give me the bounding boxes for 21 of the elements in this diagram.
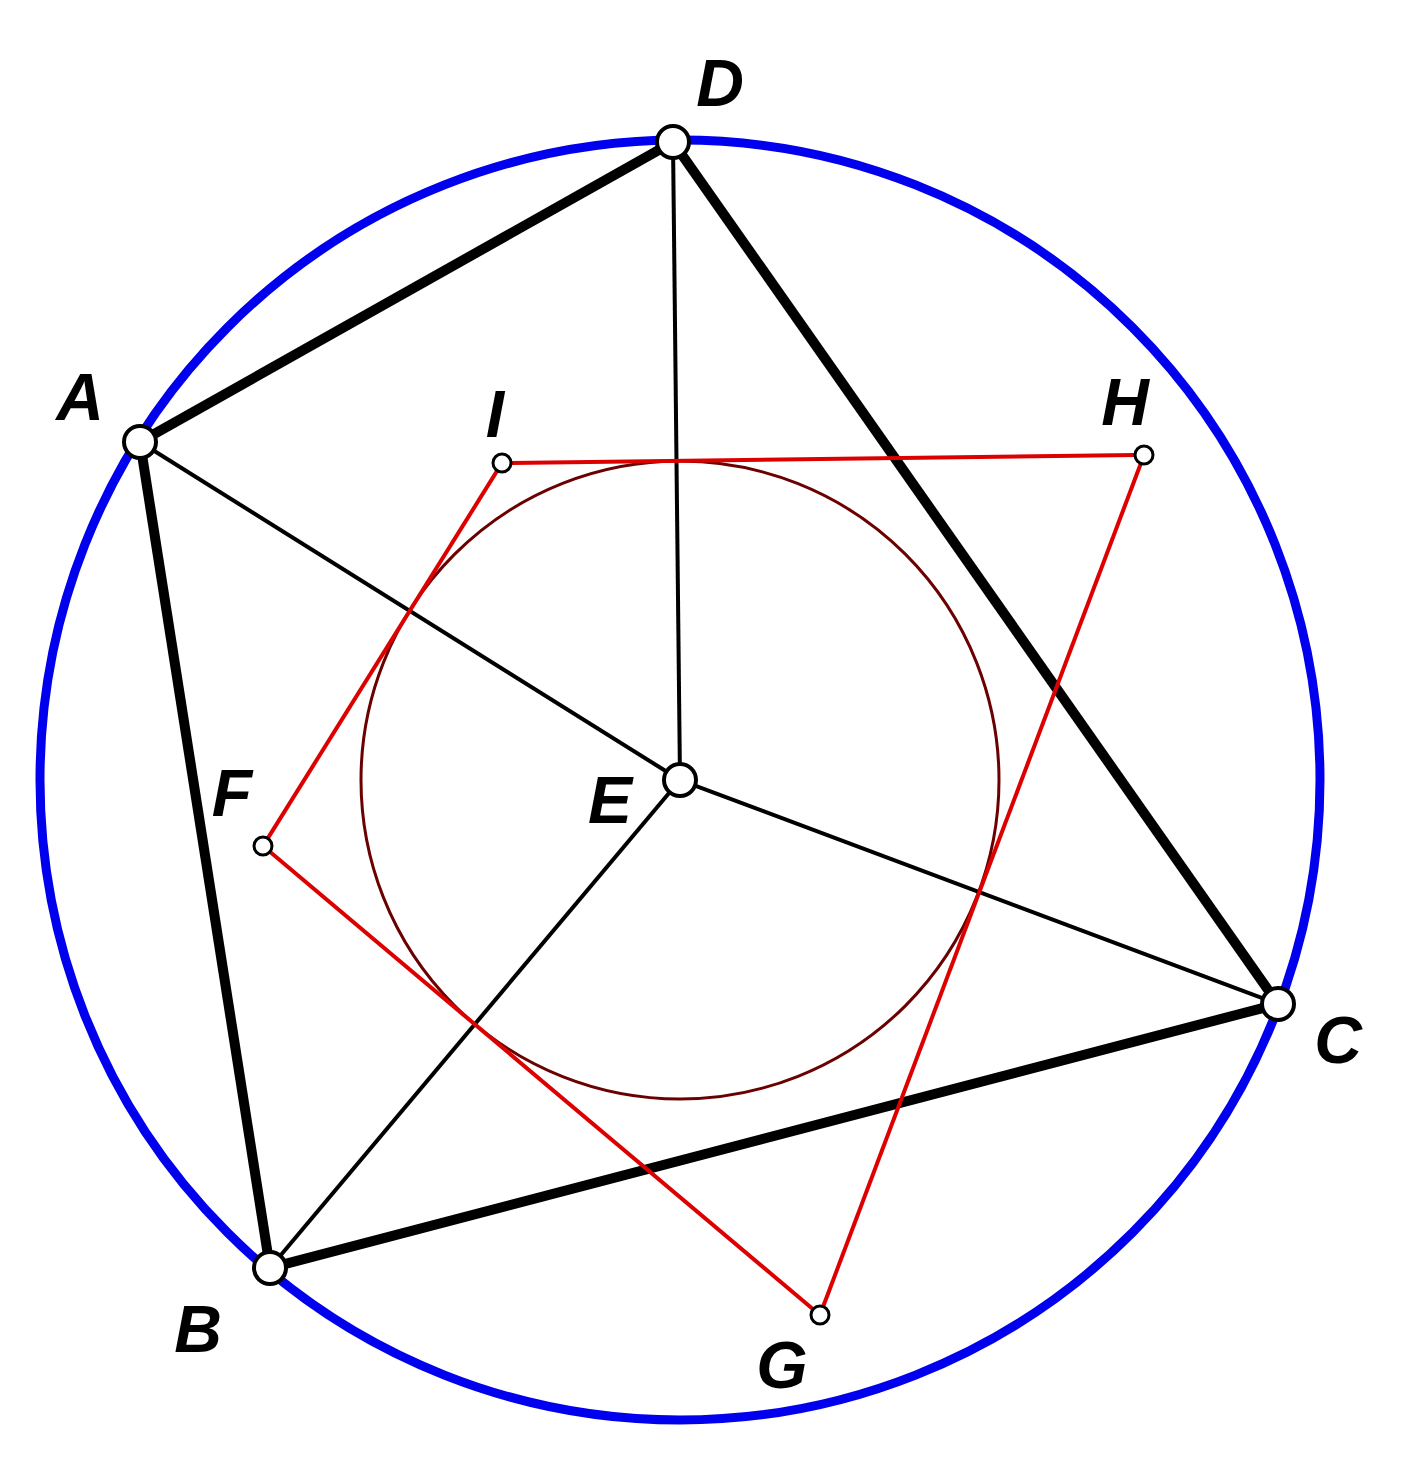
line-segment bbox=[137, 457, 273, 1253]
point-label: C bbox=[1314, 1003, 1362, 1077]
line-segment bbox=[151, 145, 662, 439]
line-segment bbox=[268, 850, 815, 1311]
line-segment bbox=[694, 783, 1264, 1001]
point-label: E bbox=[588, 763, 632, 837]
line-segment bbox=[278, 790, 672, 1258]
point-label: B bbox=[174, 1292, 222, 1366]
point-label: D bbox=[696, 46, 744, 120]
point-label: I bbox=[485, 377, 505, 451]
line-segment bbox=[510, 453, 1136, 465]
point-label: F bbox=[211, 756, 253, 830]
line-segment bbox=[152, 448, 668, 774]
line-segment bbox=[266, 469, 499, 840]
line-segment bbox=[284, 1003, 1264, 1269]
line-segment bbox=[671, 157, 682, 765]
line-segment bbox=[678, 152, 1273, 994]
line-segment bbox=[821, 462, 1143, 1308]
point-label: H bbox=[1101, 365, 1149, 439]
point-label: G bbox=[756, 1328, 808, 1402]
point-label: A bbox=[56, 360, 104, 434]
